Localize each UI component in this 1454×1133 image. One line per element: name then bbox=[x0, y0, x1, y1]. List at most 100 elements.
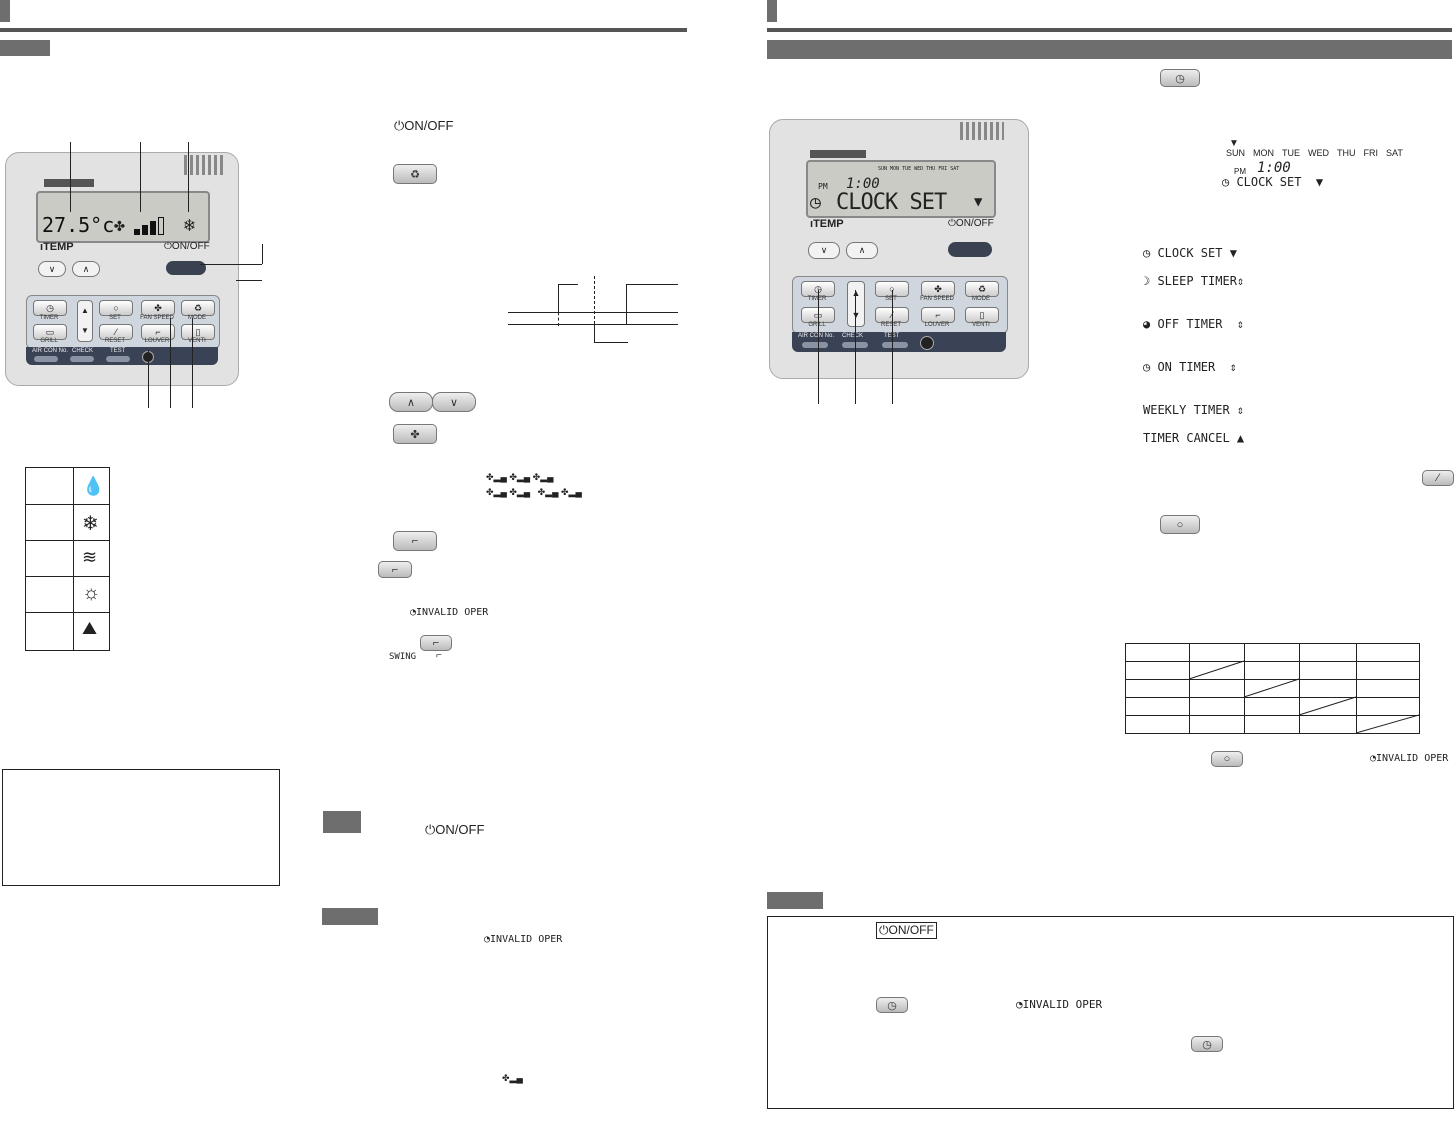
up-down-button[interactable]: ▲▼ bbox=[847, 281, 865, 327]
temp-down-button[interactable]: ∨ bbox=[808, 242, 840, 259]
remote-controller-right: SUN MON TUE WED THU FRI SAT PM 1:00 ◷ CL… bbox=[769, 119, 1029, 379]
note-tag-gray bbox=[323, 811, 361, 833]
venti-label: VENTI bbox=[188, 338, 206, 344]
test-button[interactable] bbox=[882, 342, 908, 348]
section-title-bar bbox=[767, 40, 1452, 59]
timer-button[interactable]: ◷ bbox=[33, 300, 67, 316]
button-panel: ◷ TIMER ▭ GRILL ▲▼ ○ SET ⁄ RESET ✤ FAN S… bbox=[26, 295, 220, 349]
air-con-no-button[interactable] bbox=[802, 342, 828, 348]
check-label: CHECK bbox=[72, 348, 94, 354]
diagonal-lines bbox=[1188, 660, 1419, 733]
brand-logo bbox=[810, 150, 866, 158]
fan-speed-icon: ✤ bbox=[114, 215, 125, 236]
onoff-button[interactable] bbox=[166, 261, 206, 275]
temp-down-button[interactable]: ∨ bbox=[38, 261, 66, 277]
louver-label: LOUVER bbox=[924, 322, 950, 328]
day-fri: FRI bbox=[1363, 148, 1379, 158]
clock-set-line: ◷ CLOCK SET ▼ bbox=[1222, 175, 1324, 189]
cool-mode-icon: ❄ bbox=[184, 215, 195, 236]
menu-on-timer: ◷ ON TIMER ⇕ bbox=[1143, 360, 1237, 374]
menu-weekly-timer: WEEKLY TIMER ⇕ bbox=[1143, 403, 1245, 417]
reset-hole bbox=[920, 336, 934, 350]
temp-up-button[interactable]: ∧ bbox=[846, 242, 878, 259]
fan-speed-label: FAN SPEED bbox=[920, 296, 954, 302]
vent-grille bbox=[184, 155, 224, 175]
temp-up-button[interactable]: ∧ bbox=[72, 261, 100, 277]
mode-button[interactable]: ♻ bbox=[965, 281, 999, 297]
button-panel: ◷ TIMER ▭ GRILL ▲▼ ○ SET ⁄ RESET ✤ FAN S… bbox=[792, 276, 1008, 334]
brand-logo bbox=[44, 179, 94, 187]
grill-label: GRILL bbox=[808, 322, 826, 328]
menu-clock-set: ◷ CLOCK SET ▼ bbox=[1143, 246, 1237, 260]
leader-line bbox=[200, 264, 262, 265]
vent-grille bbox=[960, 122, 1004, 140]
fan-speed-button[interactable]: ✤ bbox=[921, 281, 955, 297]
lcd-display: SUN MON TUE WED THU FRI SAT PM 1:00 ◷ CL… bbox=[806, 160, 996, 218]
invalid-oper-text-2: ◔INVALID OPER bbox=[484, 934, 563, 945]
up-button-icon: ∧ bbox=[389, 392, 433, 412]
temp-label: ıTEMP bbox=[810, 218, 844, 230]
remote-controller-left: 27.5°c ✤ ❄ ıTEMP ⏻ON/OFF ∨ ∧ ◷ TIMER ▭ G… bbox=[5, 152, 239, 386]
test-button[interactable] bbox=[106, 356, 130, 362]
reset-button[interactable]: ⁄ bbox=[99, 324, 133, 340]
leader-line bbox=[236, 280, 262, 281]
timer-button-icon: ◷ bbox=[1160, 69, 1200, 87]
set-label: SET bbox=[109, 315, 121, 321]
air-con-no-button[interactable] bbox=[34, 356, 58, 362]
menu-timer-cancel: TIMER CANCEL ▲ bbox=[1143, 431, 1245, 445]
day-pointer-icon: ▼ bbox=[1229, 138, 1239, 149]
venti-label: VENTI bbox=[972, 322, 990, 328]
onoff-text: ⏻ON/OFF bbox=[394, 118, 454, 133]
mode-label: MODE bbox=[188, 315, 206, 321]
snowflake-icon: ❄ bbox=[82, 513, 99, 535]
onoff-label: ⏻ON/OFF bbox=[164, 241, 210, 252]
timer-label: TIMER bbox=[807, 296, 827, 302]
day-thu: THU bbox=[1337, 148, 1356, 158]
lcd-days: SUN MON TUE WED THU FRI SAT bbox=[878, 166, 960, 172]
fan-lines-icon: ≋ bbox=[82, 547, 98, 567]
fan-speed-icons-row1: ✤▂▄ ✤▂▄ ✤▂▄ bbox=[486, 472, 554, 482]
down-arrow-icon: ▼ bbox=[974, 194, 983, 210]
fan-speed-label: FAN SPEED bbox=[140, 315, 174, 321]
louver-label: LOUVER bbox=[144, 338, 170, 344]
up-down-button[interactable]: ▲▼ bbox=[77, 300, 93, 342]
mode-icon-table: 💧 ❄ ≋ ☼ ⛰ bbox=[25, 467, 110, 651]
fan-speed-icons-row2: ✤▂▄ ✤▂▄ ✤▂▄ ✤▂▄ bbox=[486, 487, 582, 497]
header-rule-left bbox=[0, 28, 687, 32]
set-label: SET bbox=[885, 296, 897, 302]
sun-icon: ☼ bbox=[82, 582, 101, 604]
box-onoff-text: ⏻ON/OFF bbox=[876, 922, 937, 939]
menu-off-timer: ◕ OFF TIMER ⇕ bbox=[1143, 317, 1245, 331]
timer-label: TIMER bbox=[39, 315, 59, 321]
leader-line bbox=[140, 142, 141, 212]
lcd-main-text: CLOCK SET bbox=[836, 190, 947, 215]
day-sun: SUN bbox=[1226, 148, 1246, 158]
pm-label: PM bbox=[1234, 167, 1246, 176]
grill-label: GRILL bbox=[40, 338, 58, 344]
venti-button[interactable]: ▯ bbox=[965, 307, 999, 323]
set-button[interactable]: ○ bbox=[99, 300, 133, 316]
temperature-diagram bbox=[508, 276, 678, 348]
louver-button[interactable]: ⌐ bbox=[141, 324, 175, 340]
day-wed: WED bbox=[1308, 148, 1330, 158]
page-tab-right bbox=[767, 0, 777, 22]
set-button-icon-2: ○ bbox=[1211, 751, 1243, 767]
louver-button-icon-2: ⌐ bbox=[420, 635, 452, 651]
check-button[interactable] bbox=[70, 356, 94, 362]
caution-tag bbox=[322, 908, 378, 925]
fan-low-icon: ✤▂▄ bbox=[502, 1073, 523, 1083]
timer-button-icon-box: ◷ bbox=[876, 997, 908, 1013]
venti-button[interactable]: ▯ bbox=[181, 324, 215, 340]
day-mon: MON bbox=[1253, 148, 1275, 158]
reset-label: RESET bbox=[104, 338, 125, 344]
bottom-bar: AIR CON No. CHECK TEST bbox=[792, 332, 1006, 352]
leader-line bbox=[855, 290, 856, 404]
invalid-oper-text-1: ◔INVALID OPER bbox=[410, 607, 489, 618]
bottom-bar: AIR CON No. CHECK TEST bbox=[26, 347, 218, 365]
grill-button[interactable]: ▭ bbox=[33, 324, 67, 340]
day-row: SUN MON TUE WED THU FRI SAT bbox=[1226, 148, 1403, 158]
mode-button[interactable]: ♻ bbox=[181, 300, 215, 316]
louver-button[interactable]: ⌐ bbox=[921, 307, 955, 323]
fan-speed-button[interactable]: ✤ bbox=[141, 300, 175, 316]
onoff-button[interactable] bbox=[948, 242, 992, 257]
